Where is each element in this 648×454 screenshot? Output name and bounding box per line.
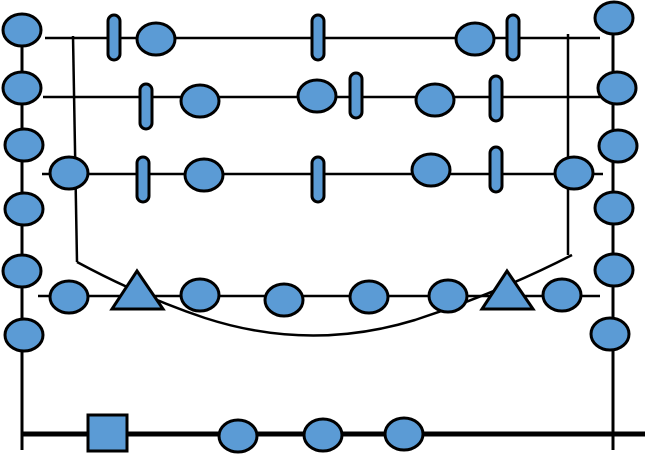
circle-node xyxy=(296,78,338,114)
bar-node xyxy=(135,155,151,204)
right-column-node xyxy=(596,70,638,106)
left-column-node xyxy=(3,191,45,227)
triangle-node xyxy=(109,268,166,311)
bar-node xyxy=(310,155,326,204)
circle-node xyxy=(48,155,90,191)
bar-node xyxy=(106,13,122,62)
bar-node xyxy=(505,13,521,62)
right-column-node xyxy=(593,0,635,36)
left-column-node xyxy=(1,70,43,106)
right-column-node xyxy=(593,190,635,226)
bar-node xyxy=(488,74,504,123)
left-inner-rail xyxy=(71,35,79,263)
left-column-node xyxy=(1,253,43,289)
bar-node xyxy=(348,71,364,120)
triangle-node xyxy=(479,268,536,311)
circle-node xyxy=(454,21,496,57)
circle-node xyxy=(217,418,259,454)
circle-node xyxy=(263,282,305,318)
circle-node xyxy=(427,278,469,314)
circle-node xyxy=(179,277,221,313)
circle-node xyxy=(383,416,425,452)
left-column-node xyxy=(3,127,45,163)
circle-node xyxy=(410,152,452,188)
left-column-node xyxy=(3,317,45,353)
right-column-node xyxy=(597,128,639,164)
right-column-node xyxy=(589,316,631,352)
circle-node xyxy=(348,279,390,315)
square-node xyxy=(86,413,129,453)
bar-node xyxy=(310,13,326,62)
right-column-node xyxy=(593,252,635,288)
circle-node xyxy=(302,417,344,453)
bar-node xyxy=(488,145,504,194)
circle-node xyxy=(414,82,456,118)
circle-node xyxy=(48,279,90,315)
circle-node xyxy=(541,277,583,313)
circle-node xyxy=(135,21,177,57)
circle-node xyxy=(179,83,221,119)
left-column-node xyxy=(1,12,43,48)
circle-node xyxy=(183,157,225,193)
bar-node xyxy=(138,82,154,131)
circle-node xyxy=(553,155,595,191)
